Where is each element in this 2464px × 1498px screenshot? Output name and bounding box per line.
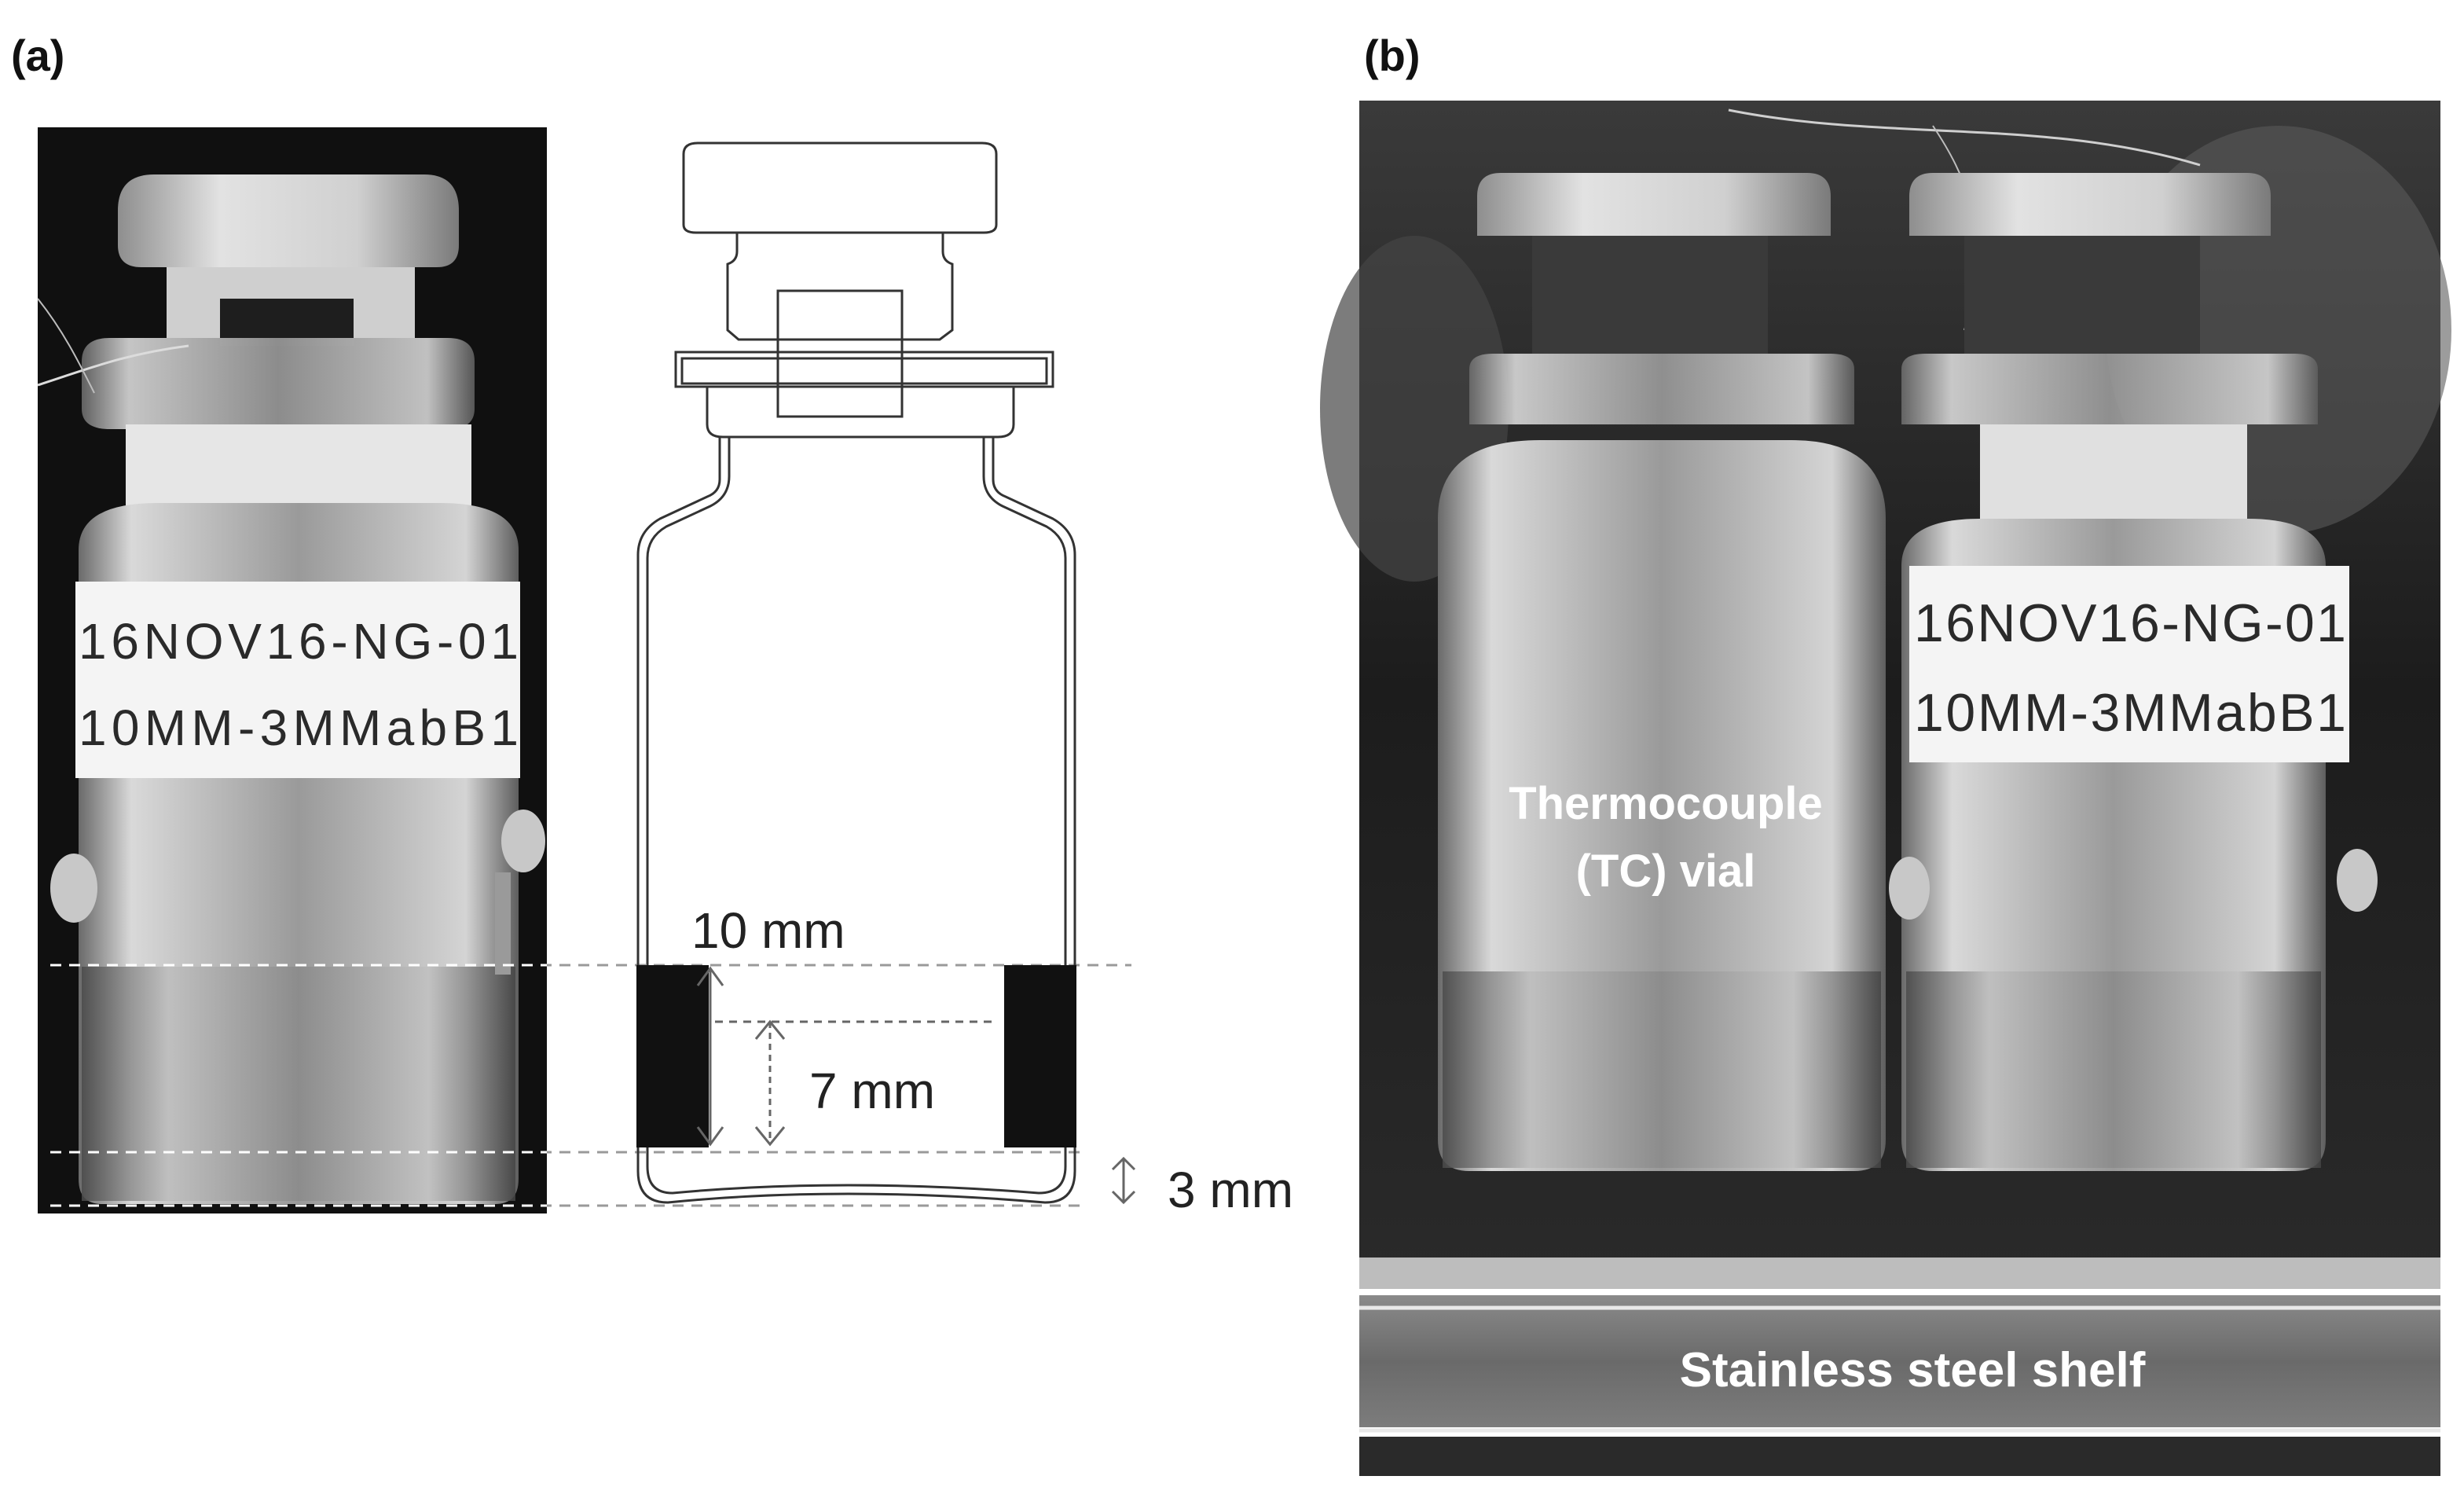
- sensor-block-right: [1004, 965, 1076, 1147]
- panel-a-photo: [37, 127, 547, 1213]
- tc-vial-label-line1: Thermocouple: [1509, 778, 1823, 829]
- panel-b-photo: [1320, 101, 2451, 1476]
- panel-b-vial-label-line1: 16NOV16-NG-01: [1914, 593, 2346, 653]
- dim-fill-height-label: 10 mm: [691, 902, 845, 959]
- panel-a-vial-label-line2: 10MM-3MMabB1: [79, 699, 519, 756]
- panel-b-vial-label-line2: 10MM-3MMabB1: [1914, 683, 2346, 743]
- panel-a-letter: (a): [11, 31, 65, 80]
- dim-sensor-height-label: 7 mm: [809, 1063, 935, 1119]
- tc-vial-label-line2: (TC) vial: [1576, 846, 1756, 897]
- sensor-block-left: [636, 965, 709, 1147]
- panel-b-letter: (b): [1364, 31, 1421, 80]
- shelf-label: Stainless steel shelf: [1680, 1343, 2146, 1397]
- dimension-arrows: [696, 966, 1136, 1205]
- vial-outline-drawing: [636, 141, 1076, 1204]
- panel-a-vial-label-line1: 16NOV16-NG-01: [79, 613, 519, 670]
- panel-a-guide-lines-photo: [50, 964, 547, 1207]
- dim-bottom-gap-label: 3 mm: [1168, 1162, 1293, 1218]
